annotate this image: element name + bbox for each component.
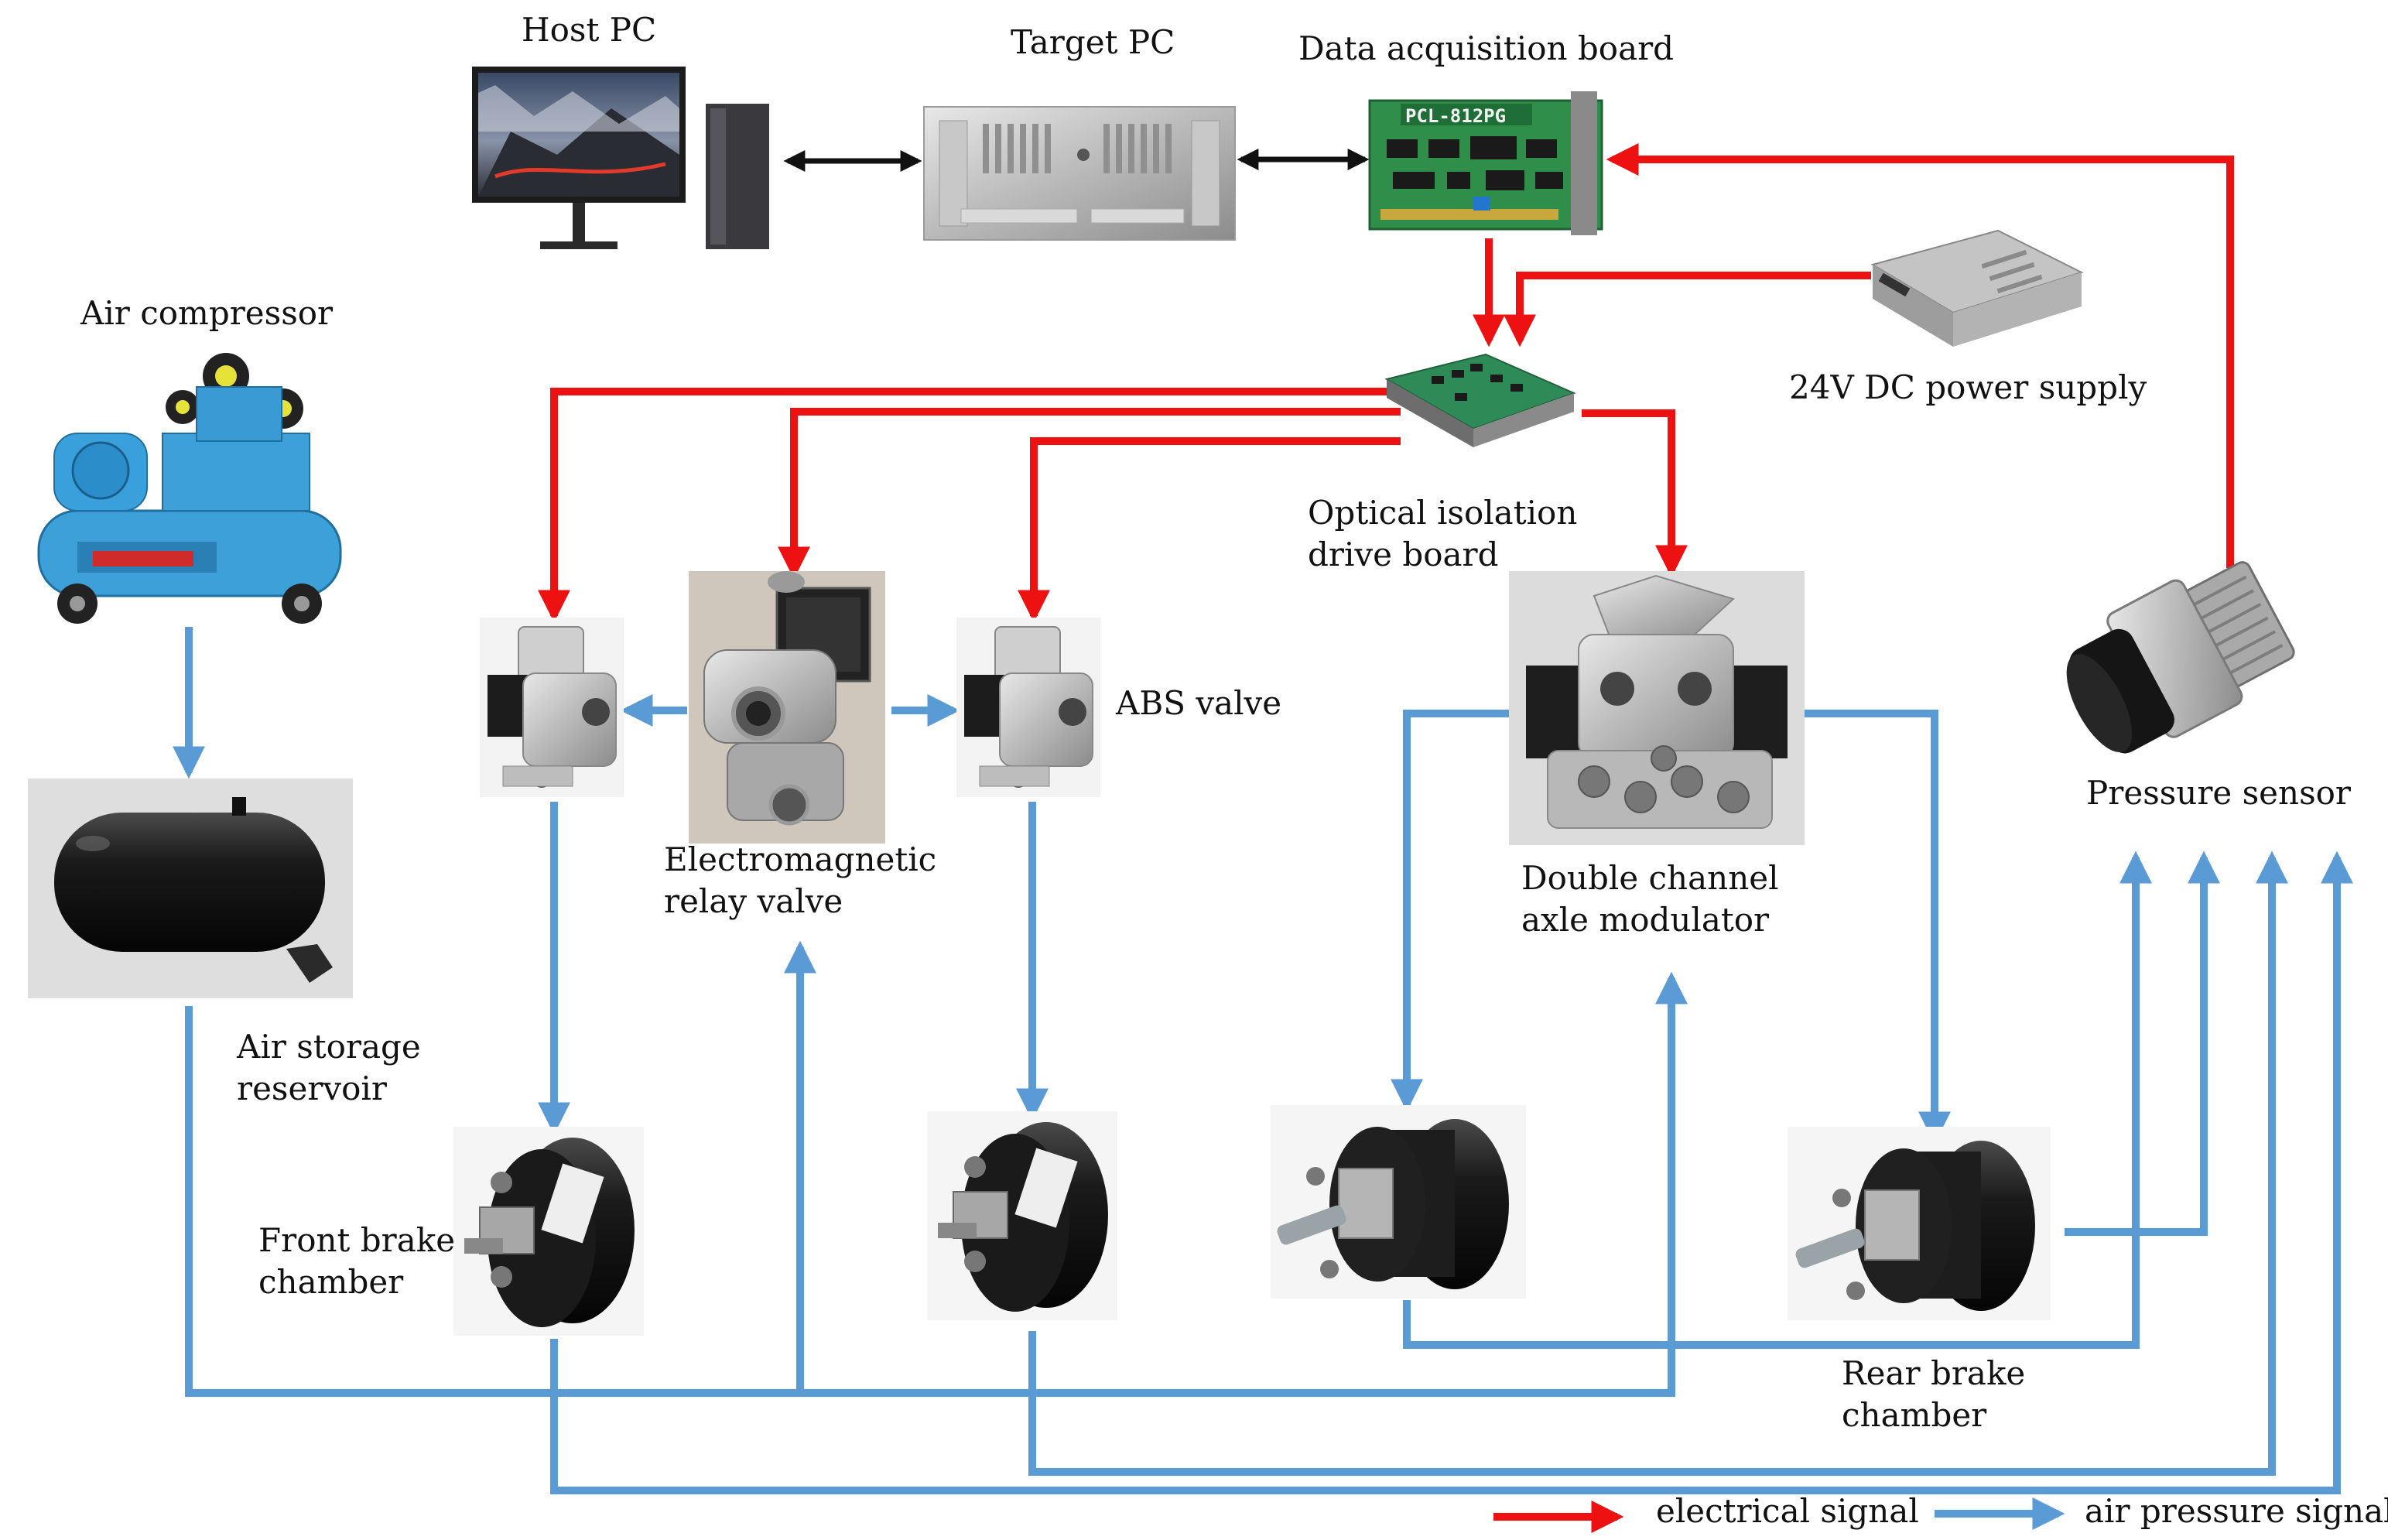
comm-links xyxy=(783,149,1370,172)
legend-air-label: air pressure signal xyxy=(2085,1492,2388,1530)
axle-modulator-image xyxy=(1509,571,1805,845)
target-pc-image xyxy=(923,106,1236,241)
front-brake-chamber-right-image xyxy=(927,1111,1117,1320)
abs-valve-label: ABS valve xyxy=(1116,684,1282,722)
elec-line-optical-right-abs xyxy=(1018,437,1401,623)
front-chamber-label: Front brake chamber xyxy=(258,1220,455,1303)
air-compressor-label: Air compressor xyxy=(80,294,334,332)
axle-modulator-label-line2: axle modulator xyxy=(1521,901,1770,939)
optical-board-label-line1: Optical isolation xyxy=(1308,494,1578,532)
air-line-modulator-right-rear xyxy=(1757,710,1951,1145)
air-lines xyxy=(173,627,2353,1494)
front-brake-chamber-left-image xyxy=(453,1127,644,1336)
air-line-rear-right-sensor xyxy=(2065,850,2220,1236)
rear-brake-chamber-right-image xyxy=(1788,1127,2051,1320)
air-reservoir-label: Air storage reservoir xyxy=(237,1026,421,1110)
daq-chip-label: PCL-812PG xyxy=(1405,105,1506,127)
relay-valve-image xyxy=(689,571,885,844)
air-line-modulator-left-rear xyxy=(1391,710,1526,1112)
elec-line-sensor-daq xyxy=(1606,143,2234,568)
pressure-sensor-image xyxy=(2066,561,2295,754)
optical-board-label: Optical isolation drive board xyxy=(1308,492,1577,576)
air-compressor-image xyxy=(37,353,342,624)
air-reservoir-label-line1: Air storage xyxy=(237,1028,421,1066)
daq-board-image: PCL-812PG xyxy=(1368,91,1603,235)
host-pc-image xyxy=(472,67,769,249)
rear-brake-chamber-left-image xyxy=(1271,1105,1526,1299)
host-pc-label: Host PC xyxy=(522,11,657,49)
optical-board-label-line2: drive board xyxy=(1308,536,1499,573)
elec-line-optical-left-abs xyxy=(538,388,1401,623)
abs-valve-right-image xyxy=(956,618,1100,797)
rear-chamber-label-line2: chamber xyxy=(1842,1396,1987,1434)
elec-line-power-optical xyxy=(1504,272,1871,347)
axle-modulator-label-line1: Double channel xyxy=(1521,859,1779,897)
air-reservoir-image xyxy=(28,779,353,998)
axle-modulator-label: Double channel axle modulator xyxy=(1521,857,1779,941)
air-line-front-right-sensor xyxy=(1028,850,2288,1476)
abs-valve-left-image xyxy=(480,618,624,797)
pressure-sensor-label: Pressure sensor xyxy=(2086,774,2352,812)
rear-chamber-label-line1: Rear brake xyxy=(1842,1354,2026,1392)
elec-line-optical-relay xyxy=(778,408,1401,580)
daq-board-label: Data acquisition board xyxy=(1298,29,1675,67)
target-pc-label: Target PC xyxy=(1011,23,1175,61)
air-line-rear-left-sensor xyxy=(1403,850,2152,1349)
legend-electrical-label: electrical signal xyxy=(1656,1492,1919,1530)
air-reservoir-label-line2: reservoir xyxy=(237,1069,387,1107)
optical-board-image xyxy=(1384,353,1576,447)
relay-valve-label-line1: Electromagnetic xyxy=(664,840,937,878)
relay-valve-label: Electromagnetic relay valve xyxy=(664,839,936,922)
air-line-front-left-sensor xyxy=(550,850,2353,1494)
relay-valve-label-line2: relay valve xyxy=(664,882,843,920)
rear-chamber-label: Rear brake chamber xyxy=(1842,1353,2025,1436)
power-supply-image xyxy=(1870,229,2084,347)
front-chamber-label-line1: Front brake xyxy=(258,1221,456,1259)
electrical-lines xyxy=(538,143,2234,623)
power-supply-label: 24V DC power supply xyxy=(1789,368,2147,406)
elec-line-optical-modulator xyxy=(1582,409,1688,578)
front-chamber-label-line2: chamber xyxy=(258,1263,404,1301)
